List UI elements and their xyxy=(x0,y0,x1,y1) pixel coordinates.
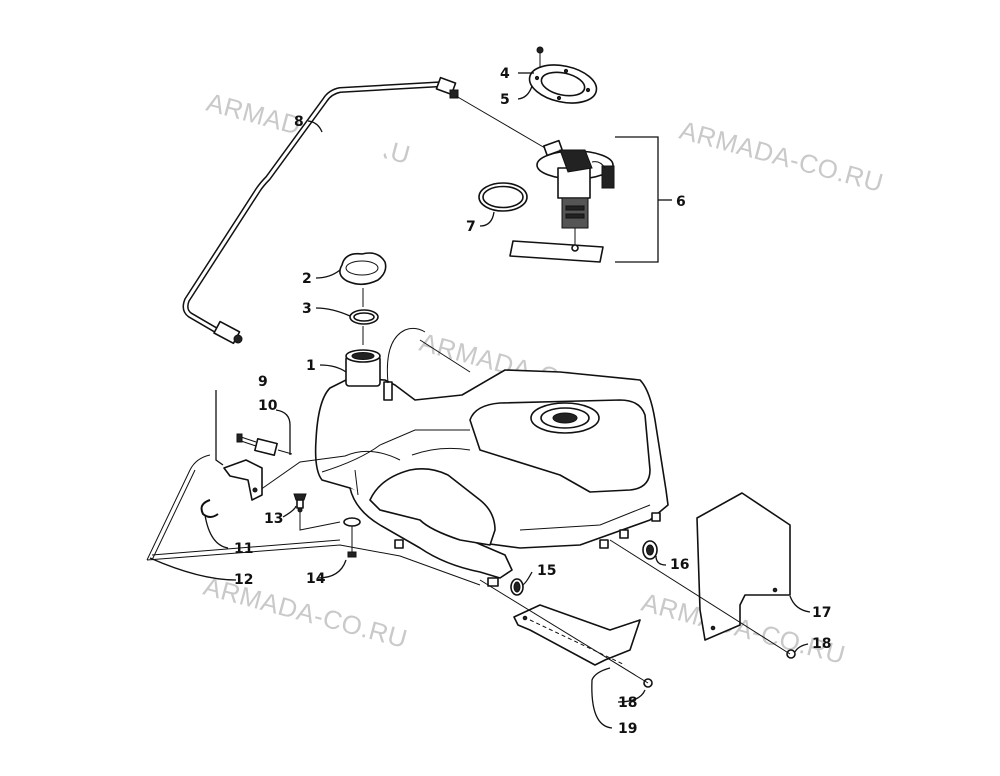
callout-18-left: 18 xyxy=(618,695,637,711)
callout-14: 14 xyxy=(306,571,326,587)
callout-13: 13 xyxy=(264,511,283,527)
callout-11: 11 xyxy=(234,541,253,557)
callout-10: 10 xyxy=(258,398,278,414)
callout-6: 6 xyxy=(676,194,686,210)
heat-shield-left xyxy=(513,604,641,666)
fuel-pump-assembly xyxy=(509,136,672,263)
shield-screws xyxy=(643,649,796,688)
cap-gasket xyxy=(349,309,379,325)
pump-o-ring xyxy=(478,182,528,212)
tank-fitting xyxy=(293,493,341,531)
filter-bracket xyxy=(223,459,263,501)
vent-hose xyxy=(182,76,546,345)
callout-labels: 4 5 8 6 7 2 3 1 9 10 13 11 15 16 12 14 1… xyxy=(234,66,831,737)
heat-shield-right xyxy=(696,492,791,641)
callout-15: 15 xyxy=(537,563,556,579)
callout-7: 7 xyxy=(466,219,476,235)
hose-routing xyxy=(146,339,481,586)
callout-17: 17 xyxy=(812,605,831,621)
callout-5: 5 xyxy=(500,92,510,108)
callout-1: 1 xyxy=(306,358,316,374)
grommet-15 xyxy=(510,578,524,596)
pump-retaining-ring xyxy=(528,64,598,104)
callout-9: 9 xyxy=(258,374,268,390)
callout-8: 8 xyxy=(294,114,304,130)
grommet-16 xyxy=(642,540,658,560)
callout-4: 4 xyxy=(500,66,510,82)
leader-lines xyxy=(149,72,811,729)
pump-screw xyxy=(536,46,544,72)
callout-12: 12 xyxy=(234,572,253,588)
watermark-top-right: ARMADA-CO.RU xyxy=(676,115,886,198)
callout-2: 2 xyxy=(302,271,312,287)
assembly-lines xyxy=(479,539,791,684)
callout-3: 3 xyxy=(302,301,312,317)
inline-fuel-filter xyxy=(236,433,293,457)
callout-18-right: 18 xyxy=(812,636,831,652)
filler-cap xyxy=(339,252,387,286)
callout-19: 19 xyxy=(618,721,637,737)
hose-clamp xyxy=(200,499,219,518)
mount-washer xyxy=(343,517,361,558)
fuel-tank xyxy=(314,327,669,587)
callout-16: 16 xyxy=(670,557,689,573)
